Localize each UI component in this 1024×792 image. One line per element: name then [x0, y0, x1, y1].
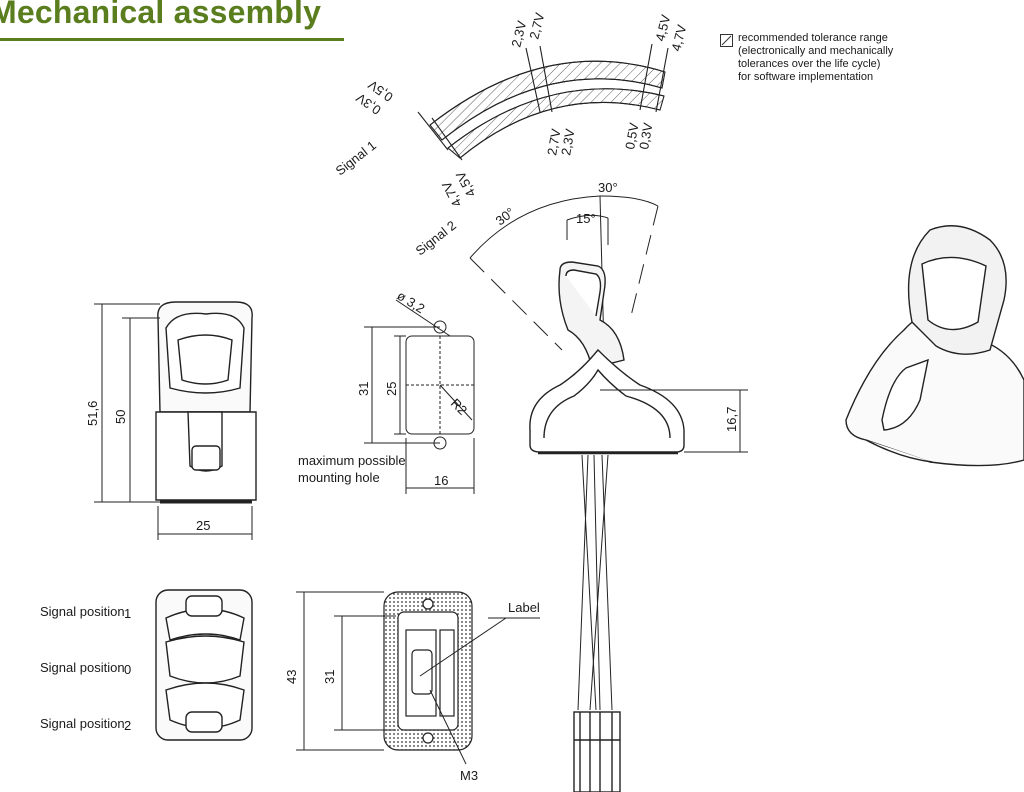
- dim-bottom-height: 43: [284, 670, 299, 684]
- mounting-note-line-2: mounting hole: [298, 470, 380, 485]
- thread-callout: M3: [460, 768, 478, 783]
- dim-hole-width: 16: [434, 473, 448, 488]
- front-dimensions: [94, 303, 253, 540]
- voltage-top-4: 4,5V: [652, 13, 673, 43]
- joystick-side-view: [529, 261, 685, 792]
- perspective-view: [845, 225, 1024, 467]
- voltage-top-5: 4,7V: [668, 23, 689, 53]
- signal-position-0-label: Signal position: [40, 660, 125, 675]
- signal-arcs: [417, 43, 669, 161]
- title-underline: [0, 38, 344, 41]
- signal-2-label: Signal 2: [413, 218, 459, 259]
- angle-right-label: 30°: [598, 180, 618, 195]
- dim-hole-inner: 25: [384, 382, 399, 396]
- signal-1-label: Signal 1: [333, 138, 379, 179]
- mounting-hole-drawing: [364, 299, 475, 494]
- voltage-top-3: 2,7V: [526, 11, 547, 41]
- dim-height-total: 51,6: [85, 401, 100, 426]
- page-title: Mechanical assembly: [0, 0, 321, 31]
- title-prefix: M: [0, 0, 17, 30]
- voltage-top-2: 2,3V: [508, 19, 529, 49]
- angle-left-label: 30°: [493, 204, 518, 228]
- side-height-dimension: [600, 389, 748, 453]
- signal-position-0-value: 0: [124, 662, 132, 677]
- tolerance-legend: recommended tolerance range (electronica…: [738, 32, 948, 84]
- dim-side-height: 16,7: [724, 407, 739, 432]
- bottom-view: [296, 591, 540, 765]
- voltage-bottom-4: 0,5V: [622, 121, 641, 150]
- signal-position-2-value: 2: [124, 718, 132, 733]
- signal-position-2-label: Signal position: [40, 716, 125, 731]
- legend-line-2: (electronically and mechanically: [738, 45, 894, 57]
- angle-half-label: 15°: [576, 211, 596, 226]
- dim-height-body: 50: [113, 410, 128, 424]
- label-callout: Label: [508, 600, 540, 615]
- voltage-bottom-5: 0,3V: [636, 121, 655, 150]
- legend-line-3: tolerances over the life cycle): [738, 58, 881, 70]
- dim-width-front: 25: [196, 518, 210, 533]
- title-text: echanical assembly: [16, 0, 322, 30]
- signal-position-1-value: 1: [124, 606, 132, 621]
- mounting-note-line-1: maximum possible: [298, 453, 406, 468]
- signal-position-1-label: Signal position: [40, 604, 125, 619]
- top-view: [155, 589, 253, 741]
- dim-hole-dia: ø 3,2: [394, 288, 427, 316]
- tolerance-legend-swatch: [720, 34, 733, 47]
- legend-line-4: for software implementation: [738, 71, 874, 83]
- voltage-bottom-2: 2,7V: [544, 127, 563, 156]
- legend-line-1: recommended tolerance range: [738, 32, 888, 44]
- dim-hole-height: 31: [356, 382, 371, 396]
- voltage-bottom-3: 2,3V: [558, 127, 577, 156]
- front-view: [155, 301, 257, 504]
- dim-bottom-inner: 31: [322, 670, 337, 684]
